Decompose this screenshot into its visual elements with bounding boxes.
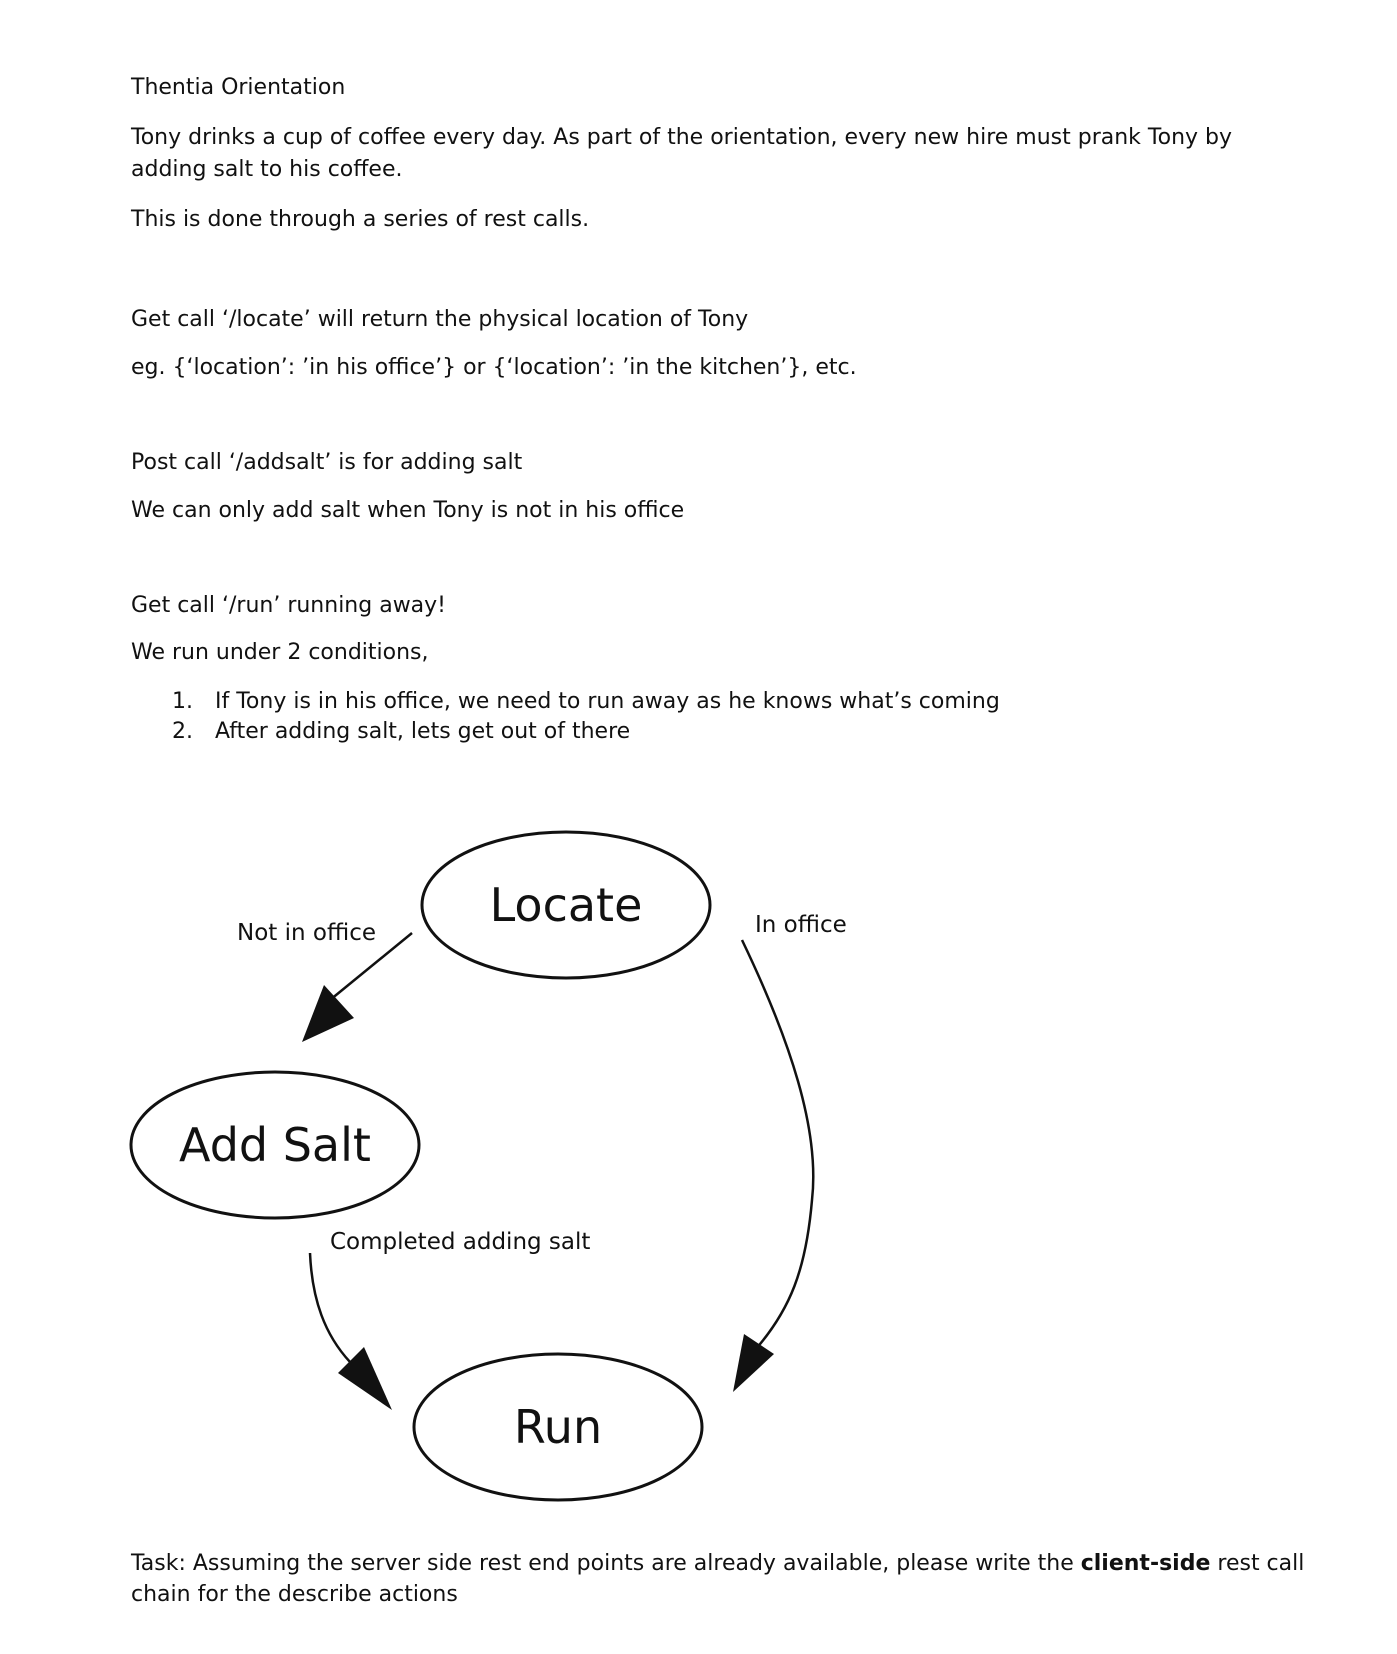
task-paragraph-line-1: Task: Assuming the server side rest end … [131, 1548, 1304, 1580]
edge-in-office [733, 939, 815, 1392]
addsalt-call-text: Post call ‘/addsalt’ is for adding salt [131, 450, 523, 475]
document-title: Thentia Orientation [131, 75, 346, 100]
add-salt-node-label: Add Salt [179, 1118, 371, 1172]
task-paragraph-line-2: chain for the describe actions [131, 1582, 458, 1607]
intro-paragraph-line-3: This is done through a series of rest ca… [131, 207, 590, 232]
list-item-text: If Tony is in his office, we need to run… [215, 689, 1000, 714]
intro-paragraph-line-2: adding salt to his coffee. [131, 157, 403, 182]
edge-completed-adding-salt [308, 1252, 392, 1410]
edge-label-not-in-office: Not in office [237, 920, 376, 946]
task-suffix: rest call [1210, 1551, 1305, 1576]
edge-label-completed: Completed adding salt [330, 1229, 590, 1255]
locate-node-label: Locate [490, 878, 643, 932]
add-salt-node [129, 1070, 421, 1220]
edge-label-in-office: In office [755, 912, 847, 938]
locate-call-text: Get call ‘/locate’ will return the physi… [131, 307, 749, 332]
task-prefix: Task: Assuming the server side rest end … [131, 1551, 1081, 1576]
list-item-text: After adding salt, lets get out of there [215, 719, 631, 744]
run-node-label: Run [514, 1400, 602, 1454]
list-item-number: 2. [172, 719, 193, 744]
run-conditions-text: We run under 2 conditions, [131, 640, 429, 665]
edge-not-in-office [302, 932, 413, 1042]
list-item-number: 1. [172, 689, 193, 714]
run-call-text: Get call ‘/run’ running away! [131, 593, 447, 618]
run-node [412, 1352, 704, 1502]
locate-example-text: eg. {‘location’: ’in his office’} or {‘l… [131, 355, 857, 380]
task-bold-text: client-side [1080, 1551, 1211, 1576]
addsalt-rule-text: We can only add salt when Tony is not in… [131, 498, 685, 523]
locate-node [420, 830, 712, 980]
intro-paragraph-line-1: Tony drinks a cup of coffee every day. A… [131, 125, 1233, 150]
